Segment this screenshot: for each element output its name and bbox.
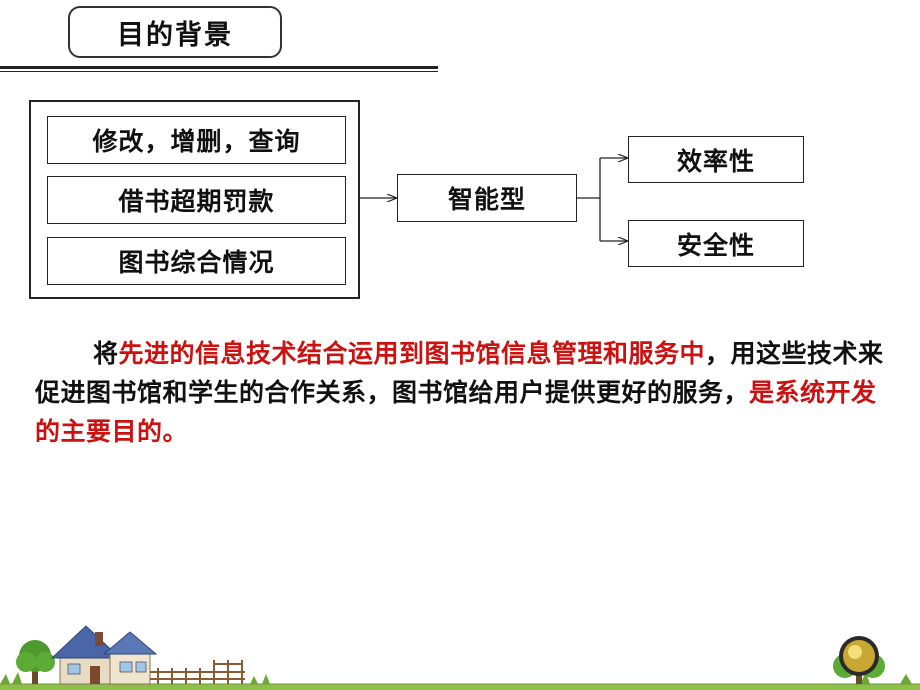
paragraph-emphasis-1: 先进的信息技术结合运用到图书馆信息管理和服务中 xyxy=(118,339,706,368)
center-box-intelligent: 智能型 xyxy=(397,174,577,222)
slide-title: 目的背景 xyxy=(68,6,282,58)
output-box-security: 安全性 xyxy=(628,220,804,267)
ground-strip xyxy=(0,684,920,690)
paragraph-part-1: 将 xyxy=(93,339,119,368)
fence-icon xyxy=(150,660,245,684)
input-box-overdue-fine: 借书超期罚款 xyxy=(47,176,346,224)
tree-icon xyxy=(16,640,55,684)
title-divider-thin xyxy=(0,71,438,72)
paragraph-emphasis-2: 是系统开发的主要目的。 xyxy=(35,378,877,446)
house-icon xyxy=(50,625,158,685)
orb-tree-icon xyxy=(833,636,885,684)
title-divider xyxy=(0,66,438,69)
paragraph-part-3: ，用这些技术来促进图书馆和学生的合作关系，图书馆给用户提供更好的服务， xyxy=(35,339,884,407)
input-group-box: 修改，增删，查询 借书超期罚款 图书综合情况 xyxy=(29,100,360,299)
purpose-paragraph: 将先进的信息技术结合运用到图书馆信息管理和服务中，用这些技术来促进图书馆和学生的… xyxy=(35,334,885,451)
input-box-overview: 图书综合情况 xyxy=(47,237,346,285)
input-box-crud: 修改，增删，查询 xyxy=(47,116,346,164)
output-box-efficiency: 效率性 xyxy=(628,136,804,183)
grass-icon xyxy=(0,672,912,684)
footer-decoration xyxy=(0,625,920,690)
